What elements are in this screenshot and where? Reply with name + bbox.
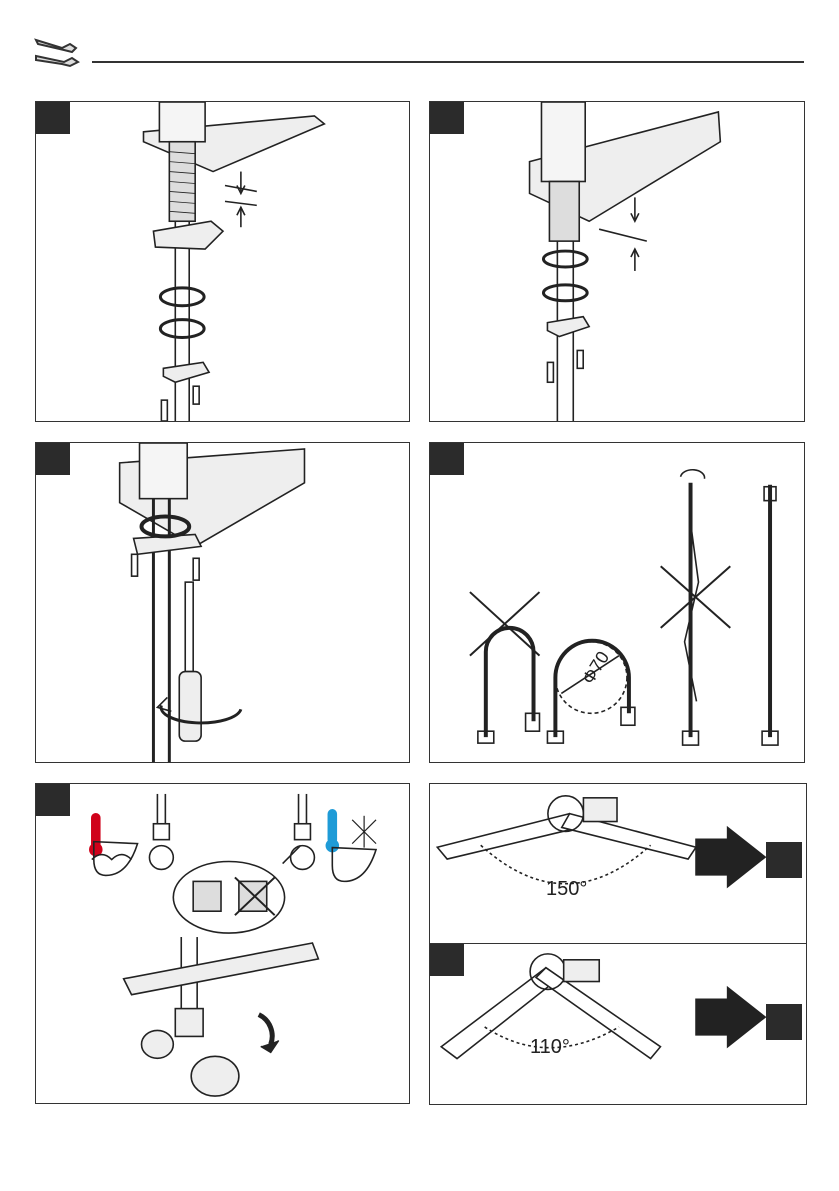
next-step-badge bbox=[766, 842, 802, 878]
step-4-illustration bbox=[430, 443, 804, 762]
header-rule bbox=[92, 61, 804, 63]
step-2-illustration bbox=[430, 102, 804, 421]
angle-label: 110° bbox=[530, 1036, 570, 1059]
step-5-illustration bbox=[36, 784, 409, 1103]
step-panel-2 bbox=[429, 101, 805, 422]
step-panel-1 bbox=[35, 101, 410, 422]
step-3-illustration bbox=[36, 443, 409, 762]
angle-label: 150° bbox=[546, 878, 587, 901]
step-7-illustration bbox=[430, 944, 806, 1104]
step-panel-6: 150° bbox=[429, 783, 807, 944]
step-panel-4: Φ70 bbox=[429, 442, 805, 763]
next-step-badge bbox=[766, 1004, 802, 1040]
step-panel-3 bbox=[35, 442, 410, 763]
step-1-illustration bbox=[36, 102, 409, 421]
wrench-screwdriver-icon bbox=[32, 30, 80, 70]
step-panel-7: 110° bbox=[429, 943, 807, 1105]
step-panel-5 bbox=[35, 783, 410, 1104]
step-6-illustration bbox=[430, 784, 806, 943]
